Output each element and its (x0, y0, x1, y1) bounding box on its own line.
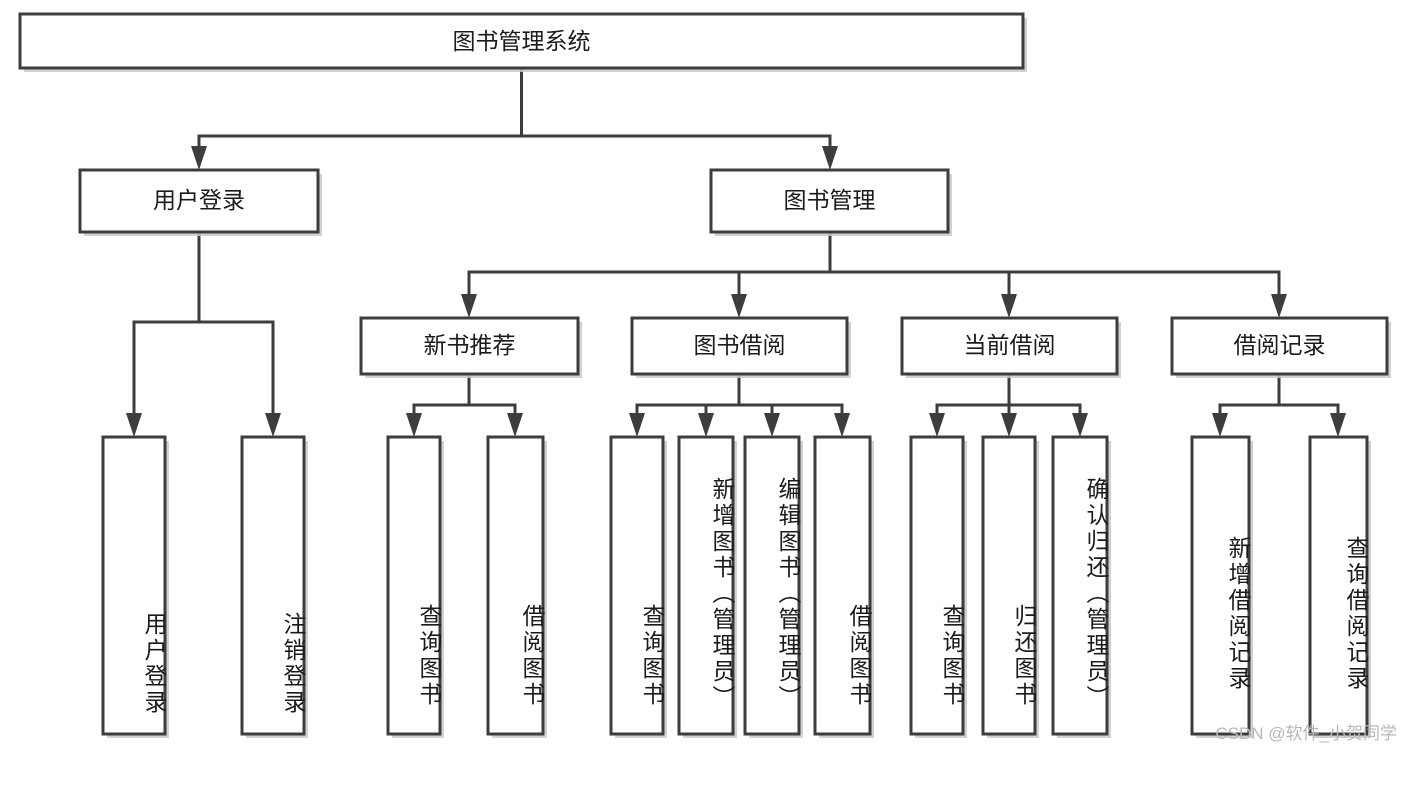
node-root-label: 图书管理系统 (453, 28, 591, 54)
connector-group-borrowrecord (1212, 372, 1346, 437)
connector-group-bookmgmt (461, 230, 1287, 318)
node-current-borrow-label: 当前借阅 (964, 332, 1056, 358)
node-leaf-borrow-book-2[interactable] (813, 435, 874, 738)
node-leaf-return-book[interactable] (981, 435, 1039, 738)
arrowhead-leaf-query-book-1 (406, 413, 422, 437)
arrowhead-bookmgmt (822, 146, 838, 170)
connector-group-newbook (406, 372, 523, 437)
node-leaf-query-book-1[interactable] (386, 435, 444, 738)
arrowhead-leaf-confirm-return (1072, 413, 1088, 437)
arrowhead-leaf-edit-book (764, 413, 780, 437)
arrowhead-leaf-borrow-book-1 (507, 413, 523, 437)
node-leaf-confirm-return[interactable] (1051, 435, 1111, 738)
arrowhead-leaf-user-login (126, 413, 142, 437)
node-book-management[interactable]: 图书管理 (709, 168, 952, 236)
arrowhead-borrowrecord (1271, 294, 1287, 318)
node-new-book-recommend-label: 新书推荐 (424, 332, 516, 358)
arrowhead-userlogin (191, 146, 207, 170)
node-leaf-query-book-3[interactable] (909, 435, 967, 738)
node-user-login-label: 用户登录 (153, 187, 245, 213)
flowchart-canvas: 图书管理系统 用户登录 图书管理 新书推荐 图书借阅 当前借阅 (18, 12, 1397, 743)
arrowhead-currentborrow (1001, 294, 1017, 318)
csdn-watermark: CSDN @软件_小贺同学 (1215, 724, 1397, 743)
node-leaf-edit-book[interactable] (743, 435, 803, 738)
node-leaf-query-record[interactable] (1308, 435, 1371, 738)
system-structure-diagram: 图书管理系统 用户登录 图书管理 新书推荐 图书借阅 当前借阅 (18, 12, 1391, 738)
connector-group-bookborrow (629, 372, 850, 437)
leaf-boxes (101, 435, 1371, 738)
node-leaf-user-login[interactable] (101, 435, 169, 738)
arrowhead-leaf-query-record (1330, 413, 1346, 437)
node-book-management-label: 图书管理 (784, 187, 876, 213)
node-new-book-recommend[interactable]: 新书推荐 (359, 316, 582, 378)
node-leaf-borrow-book-1[interactable] (486, 435, 547, 738)
node-book-borrow-label: 图书借阅 (694, 332, 786, 358)
node-leaf-query-book-2[interactable] (609, 435, 667, 738)
arrowhead-leaf-borrow-book-2 (834, 413, 850, 437)
node-user-login[interactable]: 用户登录 (78, 168, 322, 236)
node-book-borrow[interactable]: 图书借阅 (630, 316, 851, 378)
arrowhead-leaf-add-record (1212, 413, 1228, 437)
arrowhead-leaf-query-book-2 (629, 413, 645, 437)
node-current-borrow[interactable]: 当前借阅 (900, 316, 1121, 378)
node-leaf-add-book[interactable] (677, 435, 737, 738)
node-leaf-logout[interactable] (240, 435, 308, 738)
node-borrow-record-label: 借阅记录 (1234, 332, 1326, 358)
arrowhead-leaf-return-book (1001, 413, 1017, 437)
node-borrow-record[interactable]: 借阅记录 (1170, 316, 1391, 378)
arrowhead-leaf-add-book (698, 413, 714, 437)
arrowhead-leaf-logout (265, 413, 281, 437)
arrowhead-bookborrow (731, 294, 747, 318)
connector-group-root (191, 66, 838, 170)
connector-group-currentborrow (929, 372, 1088, 437)
node-root[interactable]: 图书管理系统 (18, 12, 1027, 72)
arrowhead-newbook (461, 294, 477, 318)
node-leaf-add-record[interactable] (1190, 435, 1253, 738)
connector-group-userlogin (126, 230, 281, 437)
arrowhead-leaf-query-book-3 (929, 413, 945, 437)
